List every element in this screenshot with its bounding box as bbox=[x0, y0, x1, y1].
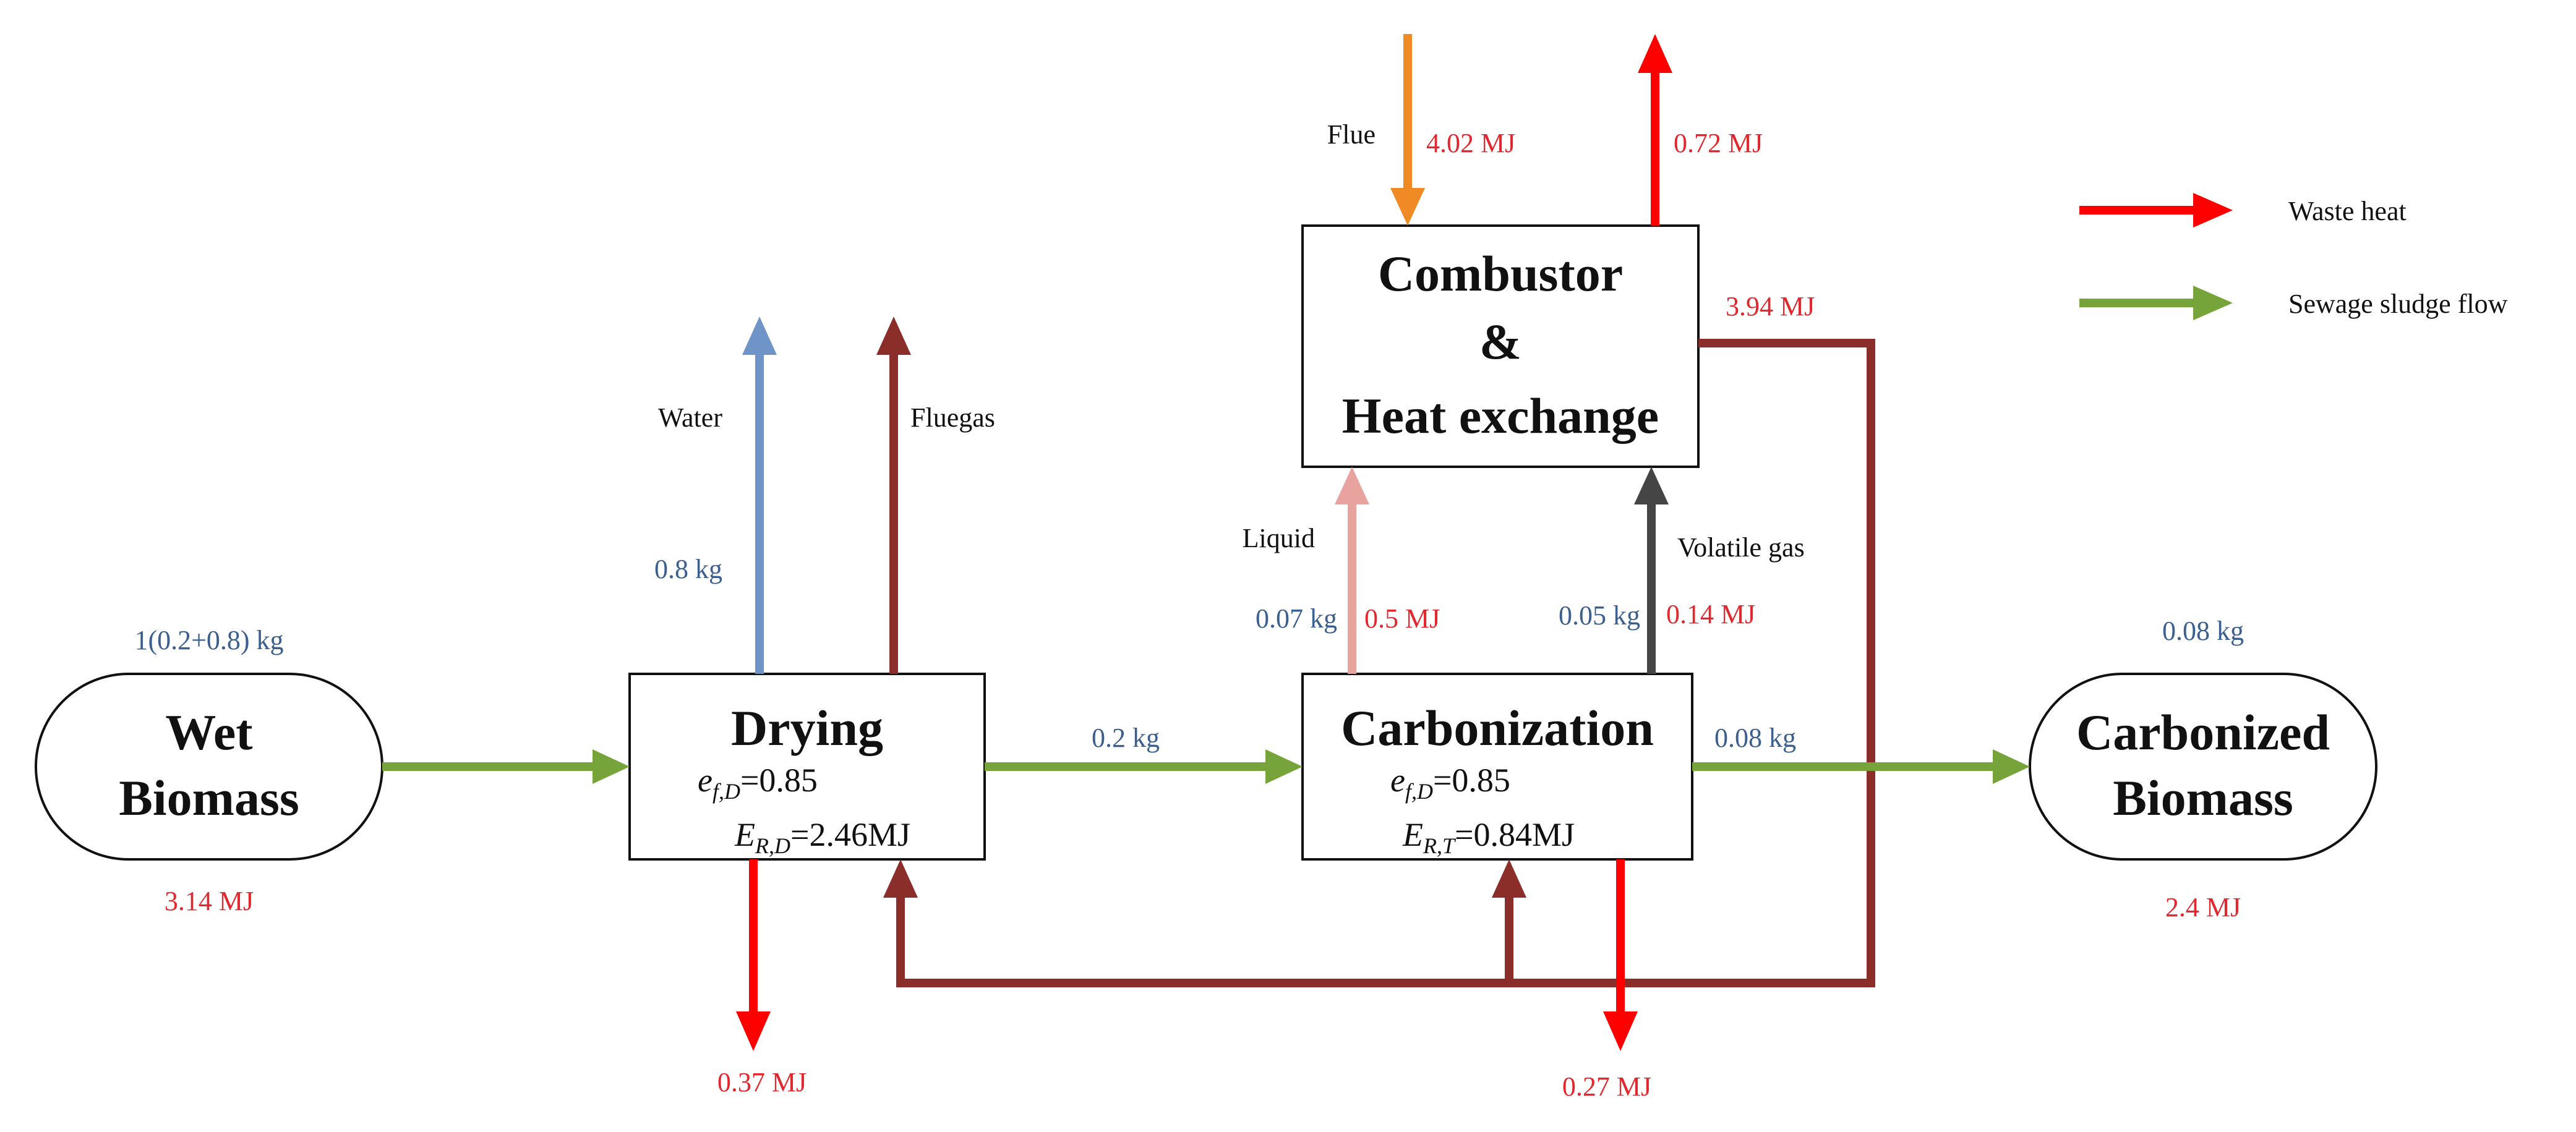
volatile-gas-energy-label: 0.14 MJ bbox=[1666, 599, 1755, 629]
water-label: Water bbox=[658, 402, 722, 433]
legend-sludge-flow-label: Sewage sludge flow bbox=[2288, 289, 2508, 319]
volatile-gas-mass-label: 0.05 kg bbox=[1559, 600, 1640, 631]
wet-biomass-label-line2: Biomass bbox=[119, 770, 299, 826]
sludge-arrow-wet-to-drying bbox=[382, 749, 630, 784]
carbonized-biomass-node bbox=[2029, 673, 2377, 861]
flue-input-arrow bbox=[1390, 34, 1425, 226]
combustor-waste-heat-label: 0.72 MJ bbox=[1674, 128, 1763, 158]
carbonization-waste-heat-arrow bbox=[1603, 859, 1638, 1051]
wet-biomass-label-line1: Wet bbox=[165, 704, 252, 760]
carbonization-energy-required: ER,T=0.84MJ bbox=[1402, 816, 1575, 858]
liquid-arrow bbox=[1335, 467, 1369, 674]
recycle-heat-label: 3.94 MJ bbox=[1726, 291, 1815, 321]
combustor-title-line2: & bbox=[1479, 313, 1521, 370]
carbonized-biomass-mass-label: 0.08 kg bbox=[2162, 616, 2244, 646]
combustor-title-line3: Heat exchange bbox=[1342, 388, 1659, 444]
combustor-title-line1: Combustor bbox=[1378, 245, 1623, 302]
combustor-node bbox=[1301, 224, 1700, 468]
carbonization-title: Carbonization bbox=[1341, 700, 1654, 756]
legend-sludge-flow-swatch bbox=[2079, 286, 2233, 320]
drying-title: Drying bbox=[731, 700, 883, 756]
carbonization-efficiency: ef,D=0.85 bbox=[1390, 762, 1510, 804]
drying-to-carbonization-mass-label: 0.2 kg bbox=[1092, 723, 1160, 753]
sludge-arrow-carbonization-to-product bbox=[1692, 749, 2030, 784]
drying-energy-required: ER,D=2.46MJ bbox=[734, 816, 910, 858]
flue-energy-label: 4.02 MJ bbox=[1426, 128, 1515, 158]
volatile-gas-label: Volatile gas bbox=[1677, 532, 1805, 563]
carbonized-biomass-energy-label: 2.4 MJ bbox=[2165, 892, 2241, 922]
drying-efficiency: ef,D=0.85 bbox=[698, 762, 818, 804]
carbonized-biomass-label-line2: Biomass bbox=[2113, 770, 2293, 826]
liquid-energy-label: 0.5 MJ bbox=[1364, 603, 1440, 634]
carbonization-waste-heat-label: 0.27 MJ bbox=[1562, 1071, 1651, 1102]
legend-waste-heat-swatch bbox=[2079, 193, 2233, 228]
liquid-label: Liquid bbox=[1243, 523, 1315, 553]
drying-waste-heat-arrow bbox=[736, 859, 771, 1051]
drying-node bbox=[628, 673, 986, 861]
water-arrow bbox=[742, 317, 777, 674]
legend: Waste heat Sewage sludge flow bbox=[2079, 193, 2508, 320]
wet-biomass-energy-label: 3.14 MJ bbox=[165, 886, 254, 916]
carbonization-output-mass-label: 0.08 kg bbox=[1714, 723, 1796, 753]
drying-waste-heat-label: 0.37 MJ bbox=[717, 1067, 807, 1097]
wet-biomass-node bbox=[35, 673, 383, 861]
carbonized-biomass-label-line1: Carbonized bbox=[2076, 704, 2330, 760]
water-mass-label: 0.8 kg bbox=[654, 554, 722, 584]
volatile-gas-arrow bbox=[1634, 467, 1669, 674]
fluegas-arrow bbox=[876, 317, 911, 674]
liquid-mass-label: 0.07 kg bbox=[1256, 603, 1337, 634]
flue-label: Flue bbox=[1327, 119, 1376, 150]
fluegas-label: Fluegas bbox=[910, 402, 995, 433]
legend-waste-heat-label: Waste heat bbox=[2288, 196, 2407, 226]
wet-biomass-mass-label: 1(0.2+0.8) kg bbox=[134, 625, 283, 655]
sludge-arrow-drying-to-carbonization bbox=[985, 749, 1303, 784]
combustor-waste-heat-arrow bbox=[1638, 34, 1672, 226]
recycle-heat-loop bbox=[883, 339, 1875, 987]
